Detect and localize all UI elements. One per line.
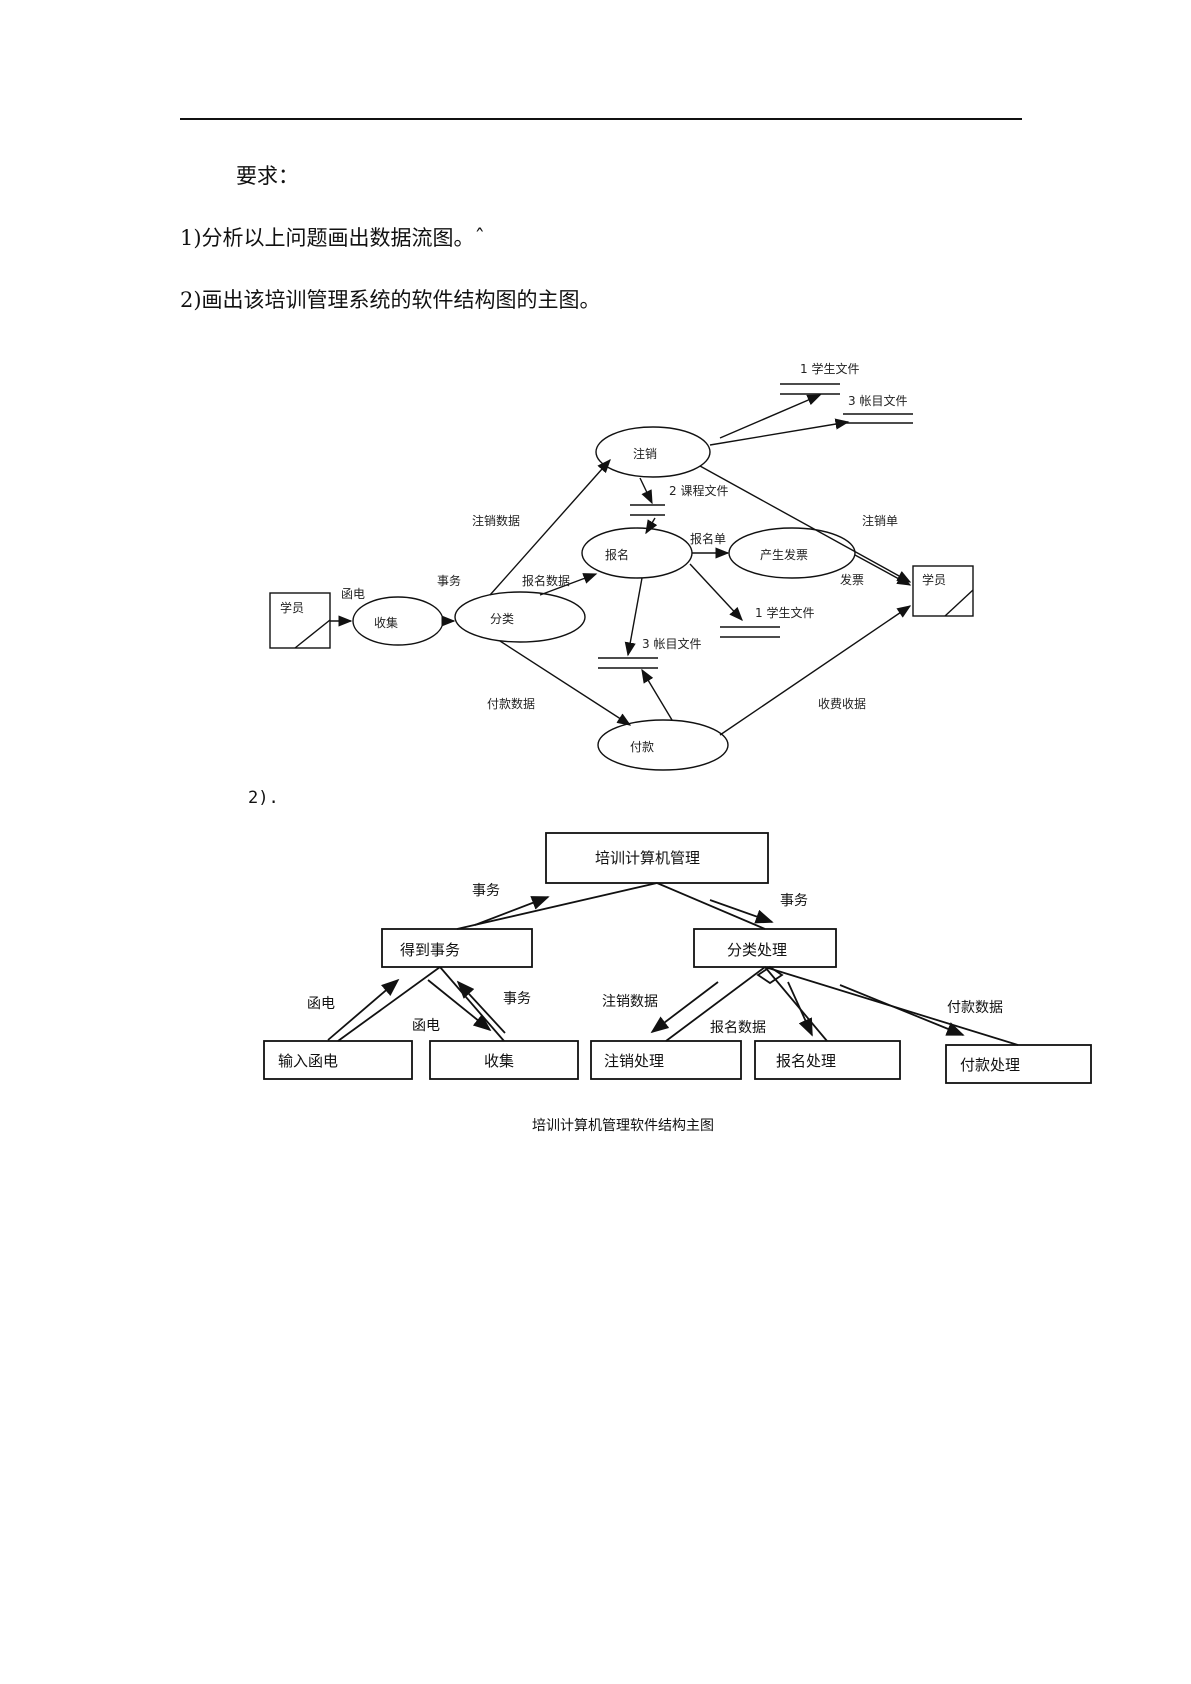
- module-get-transaction-label: 得到事务: [400, 941, 460, 959]
- store-student-top: [780, 383, 840, 395]
- entity-right-label: 学员: [922, 572, 946, 587]
- process-cancel: [595, 426, 711, 478]
- flow-payment-data-label: 付款数据: [487, 696, 535, 711]
- module-get-transaction: [381, 928, 533, 968]
- module-classify-label: 分类处理: [727, 941, 787, 959]
- store-student-top-label: 1 学生文件: [800, 361, 859, 376]
- requirements-heading: 要求：: [236, 164, 299, 188]
- flow-letter-down-label: 函电: [412, 1018, 440, 1034]
- header-rule: [180, 118, 1022, 120]
- module-cancel-proc: [590, 1040, 742, 1080]
- module-register-proc-label: 报名处理: [776, 1052, 836, 1070]
- flow-transaction-up-label: 事务: [503, 991, 531, 1007]
- process-payment: [597, 719, 729, 771]
- entity-left-label: 学员: [280, 600, 304, 615]
- flow-payment-data-label-2: 付款数据: [947, 1000, 1003, 1016]
- flow-transaction-label: 事务: [437, 573, 461, 588]
- store-account-top: [843, 413, 913, 424]
- flow-invoice-label: 发票: [840, 572, 864, 587]
- module-cancel-proc-label: 注销处理: [604, 1052, 664, 1070]
- process-cancel-label: 注销: [633, 446, 657, 461]
- flow-register-data-label: 报名数据: [522, 573, 570, 588]
- module-classify: [693, 928, 837, 968]
- process-classify-label: 分类: [490, 612, 514, 626]
- store-course: [630, 504, 665, 516]
- flow-cancel-form-label: 注销单: [862, 513, 898, 528]
- flow-transaction-right-label: 事务: [780, 893, 808, 909]
- module-input-letter: [263, 1040, 413, 1080]
- module-input-letter-label: 输入函电: [278, 1052, 338, 1070]
- module-root: [545, 832, 769, 884]
- module-register-proc: [754, 1040, 901, 1080]
- requirement-1: 1)分析以上问题画出数据流图。ˆ: [180, 226, 486, 250]
- flow-letter-up-label: 函电: [307, 996, 335, 1012]
- process-classify: [454, 591, 586, 643]
- store-account-mid: [598, 657, 658, 669]
- store-account-top-label: 3 帐目文件: [848, 393, 907, 408]
- module-collect: [429, 1040, 579, 1080]
- entity-student-right: [912, 565, 974, 617]
- store-course-label: 2 课程文件: [669, 483, 728, 498]
- flow-register-data-label-2: 报名数据: [710, 1020, 766, 1036]
- store-student-mid: [720, 626, 780, 638]
- module-collect-label: 收集: [484, 1052, 514, 1070]
- flow-register-form-label: 报名单: [690, 531, 726, 546]
- store-account-mid-label: 3 帐目文件: [642, 636, 701, 651]
- module-root-label: 培训计算机管理: [595, 849, 700, 867]
- process-payment-label: 付款: [630, 740, 654, 754]
- process-register: [581, 527, 693, 579]
- process-register-label: 报名: [605, 547, 629, 562]
- module-payment-proc: [945, 1044, 1092, 1084]
- store-student-mid-label: 1 学生文件: [755, 605, 814, 620]
- section-label-2: 2).: [248, 788, 279, 808]
- flow-cancel-data-label-2: 注销数据: [602, 994, 658, 1010]
- process-invoice-label: 产生发票: [760, 547, 808, 562]
- flow-receipt-label: 收费收据: [818, 697, 866, 711]
- data-flow-diagram: 学员 学员 收集 分类 注销 报名 产生发票 付款 1 学生文件 3 帐目文件 …: [269, 361, 974, 771]
- structure-caption: 培训计算机管理软件结构主图: [532, 1118, 714, 1134]
- flow-cancel-data-label: 注销数据: [472, 513, 520, 528]
- flow-letter-label: 函电: [341, 587, 365, 601]
- process-collect-label: 收集: [374, 615, 398, 630]
- flow-transaction-left-label: 事务: [472, 883, 500, 899]
- module-payment-proc-label: 付款处理: [960, 1056, 1020, 1074]
- requirement-2: 2)画出该培训管理系统的软件结构图的主图。: [180, 288, 601, 312]
